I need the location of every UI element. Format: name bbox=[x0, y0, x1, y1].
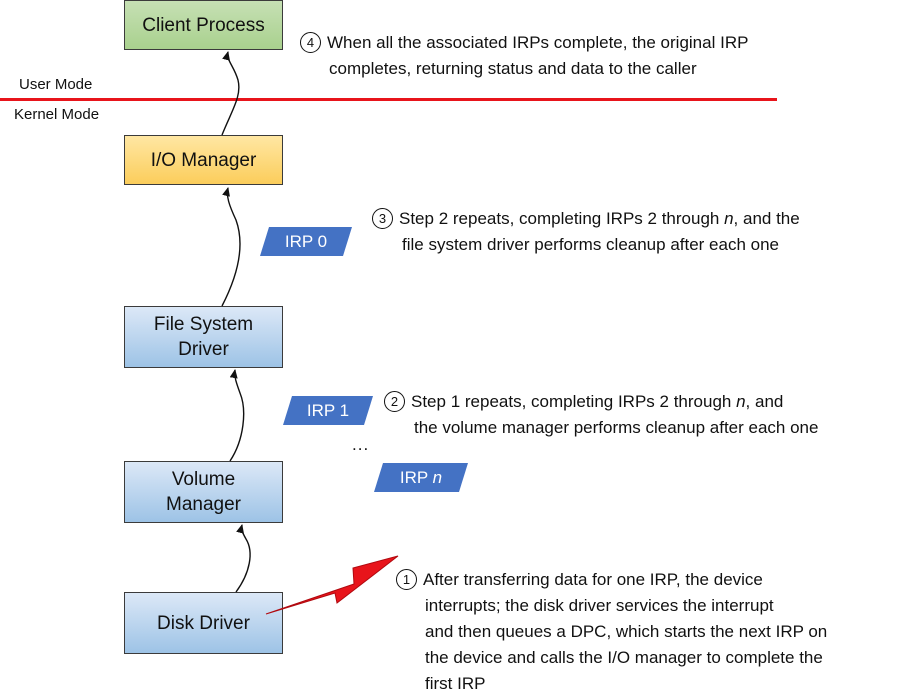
disk-driver-label: Disk Driver bbox=[157, 612, 250, 634]
disk-driver-box: Disk Driver bbox=[124, 592, 283, 654]
step-2-number: 2 bbox=[384, 391, 405, 412]
arrow-fsd-to-io bbox=[221, 187, 241, 307]
irp-1-badge: IRP 1 bbox=[283, 396, 373, 425]
arrow-volume-to-fsd bbox=[229, 369, 245, 462]
io-manager-box: I/O Manager bbox=[124, 135, 283, 185]
kernel-mode-label: Kernel Mode bbox=[14, 106, 100, 123]
irp-n-badge: IRP n bbox=[374, 463, 468, 492]
step-3-number: 3 bbox=[372, 208, 393, 229]
file-system-driver-box: File System Driver bbox=[124, 306, 283, 368]
step-4-number: 4 bbox=[300, 32, 321, 53]
file-system-driver-label-line1: File System bbox=[153, 314, 254, 335]
irp-0-badge: IRP 0 bbox=[260, 227, 352, 256]
file-system-driver-label-line2: Driver bbox=[178, 339, 229, 360]
volume-manager-box: Volume Manager bbox=[124, 461, 283, 523]
user-kernel-divider bbox=[0, 98, 777, 101]
interrupt-lightning-bolt bbox=[265, 555, 399, 615]
io-manager-label: I/O Manager bbox=[150, 149, 257, 171]
user-mode-label: User Mode bbox=[19, 76, 93, 93]
step-1-number: 1 bbox=[396, 569, 417, 590]
arrow-disk-to-volume bbox=[235, 524, 251, 593]
client-process-label: Client Process bbox=[142, 14, 265, 36]
arrow-io-to-client bbox=[221, 51, 240, 136]
irp-ellipsis: ... bbox=[352, 435, 370, 454]
volume-manager-label-line1: Volume bbox=[171, 469, 236, 490]
volume-manager-label-line2: Manager bbox=[166, 494, 241, 515]
client-process-box: Client Process bbox=[124, 0, 283, 50]
